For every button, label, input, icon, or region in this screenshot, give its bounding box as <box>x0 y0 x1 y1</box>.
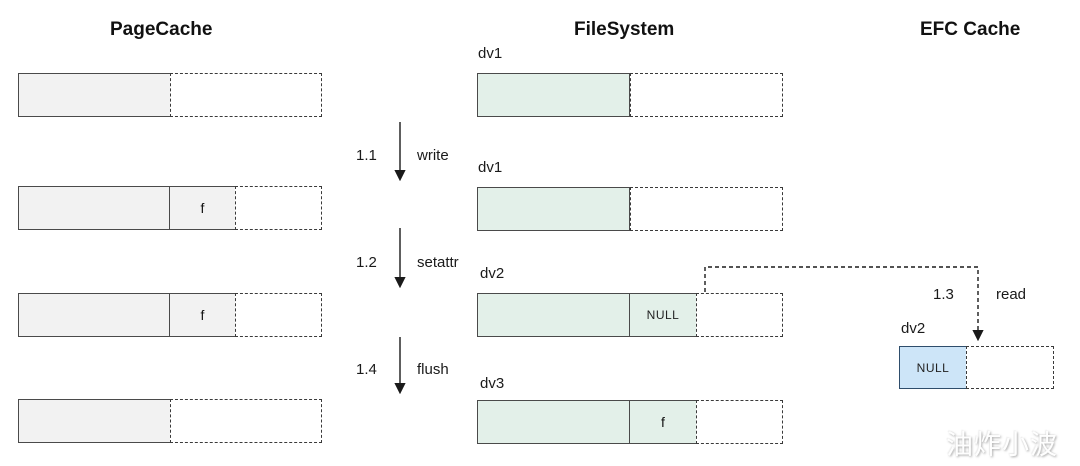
efc-cache-title: EFC Cache <box>920 19 1021 40</box>
version-label: dv2 <box>480 265 505 282</box>
f-block-label: f <box>661 414 665 430</box>
pagecache-data-block <box>18 73 171 117</box>
pagecache-f-block: f <box>169 293 236 337</box>
f-block-label: f <box>200 307 205 323</box>
version-label: dv1 <box>478 45 503 62</box>
step-write-label: write <box>417 147 449 164</box>
filesystem-f-block: f <box>629 400 697 444</box>
filesystem-data-block <box>477 293 630 337</box>
filesystem-empty-block <box>630 73 783 117</box>
step-number: 1.4 <box>356 361 377 378</box>
pagecache-f-block: f <box>169 186 236 230</box>
step-flush-label: flush <box>417 361 449 378</box>
step-number: 1.3 <box>933 286 954 303</box>
filesystem-data-block <box>477 73 630 117</box>
step-number: 1.1 <box>356 147 377 164</box>
pagecache-empty-block <box>170 399 322 443</box>
filesystem-empty-block <box>696 400 783 444</box>
filesystem-empty-block <box>630 187 783 231</box>
pagecache-data-block <box>18 293 171 337</box>
step-number: 1.2 <box>356 254 377 271</box>
version-label: dv1 <box>478 159 503 176</box>
filesystem-title: FileSystem <box>574 19 675 40</box>
efc-empty-block <box>966 346 1054 389</box>
pagecache-data-block <box>18 186 171 230</box>
pagecache-empty-block <box>170 73 322 117</box>
step-setattr-label: setattr <box>417 254 459 271</box>
filesystem-data-block <box>477 187 630 231</box>
filesystem-data-block <box>477 400 630 444</box>
null-block-label: NULL <box>916 360 950 375</box>
pagecache-empty-block <box>235 293 322 337</box>
efc-null-block: NULL <box>899 346 967 389</box>
version-label: dv2 <box>901 320 926 337</box>
filesystem-empty-block <box>696 293 783 337</box>
pagecache-data-block <box>18 399 171 443</box>
null-block-label: NULL <box>646 308 680 322</box>
filesystem-null-block: NULL <box>629 293 697 337</box>
f-block-label: f <box>200 200 205 216</box>
version-label: dv3 <box>480 375 505 392</box>
watermark-text: 油炸小波 <box>946 430 1058 460</box>
step-read-label: read <box>996 286 1027 303</box>
pagecache-title: PageCache <box>110 19 213 40</box>
pagecache-empty-block <box>235 186 322 230</box>
